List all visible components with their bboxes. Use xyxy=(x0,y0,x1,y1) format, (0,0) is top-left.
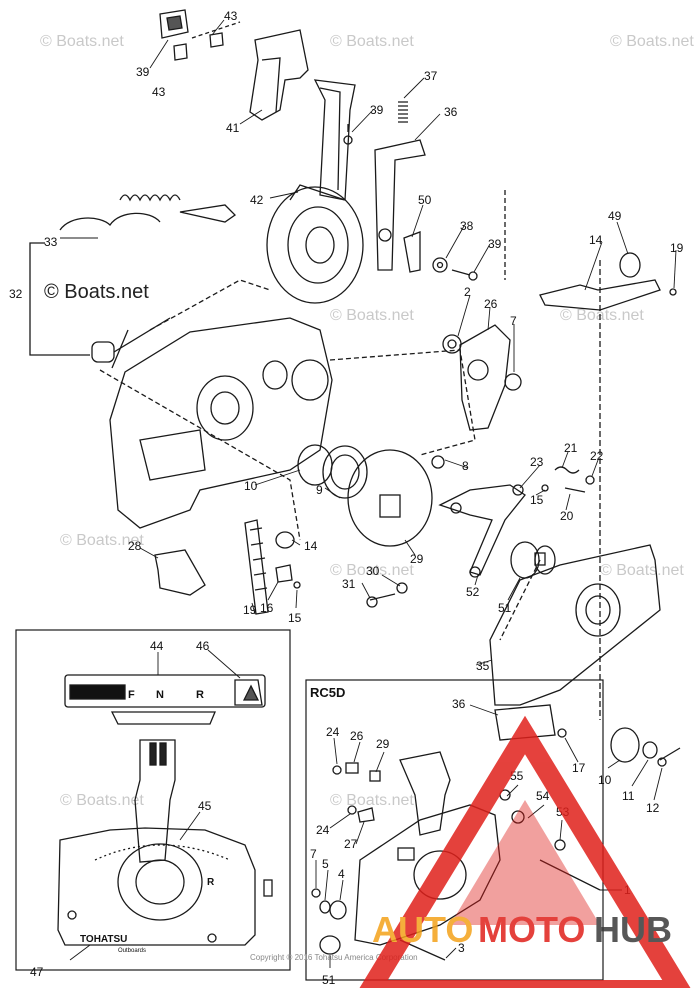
rc5d-title: RC5D xyxy=(310,685,345,700)
part-label: 44 xyxy=(150,639,164,653)
part-label: 39 xyxy=(370,103,384,117)
part-label: 23 xyxy=(530,455,544,469)
part-label: 26 xyxy=(484,297,498,311)
watermark-text: © Boats.net xyxy=(60,532,144,549)
part-label: 16 xyxy=(260,601,274,615)
part-label: 27 xyxy=(344,837,358,851)
part-label: 51 xyxy=(322,973,336,987)
part-label: 30 xyxy=(366,564,380,578)
watermark-text: © Boats.net xyxy=(330,307,414,324)
part-label: 36 xyxy=(452,697,466,711)
part-label: 19 xyxy=(243,603,257,617)
part-label: 14 xyxy=(589,233,603,247)
lever-r-mark: R xyxy=(207,877,215,888)
part-label: 35 xyxy=(476,659,490,673)
watermark-text: © Boats.net xyxy=(330,562,414,579)
lever-brand-sub: Outboards xyxy=(118,948,146,954)
part-label: 29 xyxy=(410,552,424,566)
part-label: 8 xyxy=(462,459,469,473)
watermark-text: © Boats.net xyxy=(610,33,694,50)
part-label: 12 xyxy=(646,801,660,815)
part-label: 7 xyxy=(310,847,317,861)
part-label: 26 xyxy=(350,729,364,743)
copyright-notice: Copyright © 2016 Tohatsu America Corpora… xyxy=(250,953,418,962)
watermark-text: © Boats.net xyxy=(600,562,684,579)
part-label: 20 xyxy=(560,509,574,523)
watermark-text: © Boats.net xyxy=(560,307,644,324)
part-label: 10 xyxy=(244,479,258,493)
part-label: 43 xyxy=(224,9,238,23)
part-label: 41 xyxy=(226,121,240,135)
part-label: 14 xyxy=(304,539,318,553)
part-label: 47 xyxy=(30,965,44,979)
part-label: 33 xyxy=(44,235,58,249)
part-label: 37 xyxy=(424,69,438,83)
part-label: 19 xyxy=(670,241,684,255)
part-label: 29 xyxy=(376,737,390,751)
logo-hub: HUB xyxy=(594,909,672,950)
part-label: 46 xyxy=(196,639,210,653)
part-label: 39 xyxy=(136,65,150,79)
part-label: 39 xyxy=(488,237,502,251)
part-label: 2 xyxy=(464,285,471,299)
logo-moto: MOTO xyxy=(478,909,585,950)
lever-brand: TOHATSU xyxy=(80,934,127,945)
part-label: 21 xyxy=(564,441,578,455)
part-label: 5 xyxy=(322,857,329,871)
part-label: 28 xyxy=(128,539,142,553)
part-label: 50 xyxy=(418,193,432,207)
part-label: 3 xyxy=(458,941,465,955)
part-label: 43 xyxy=(152,85,166,99)
logo-auto: AUTO xyxy=(372,909,473,950)
part-label: 52 xyxy=(466,585,480,599)
gauge-f: F xyxy=(128,689,135,701)
part-label: 32 xyxy=(9,287,23,301)
part-label: 15 xyxy=(288,611,302,625)
watermark-text: © Boats.net xyxy=(330,792,414,809)
automotohub-logo: AUTO MOTO HUB xyxy=(359,715,691,988)
watermark-text: © Boats.net xyxy=(40,33,124,50)
part-label: 38 xyxy=(460,219,474,233)
part-label: 11 xyxy=(622,789,635,803)
part-label: 10 xyxy=(598,773,612,787)
part-label: 54 xyxy=(536,789,550,803)
part-label: 15 xyxy=(530,493,544,507)
part-label: 4 xyxy=(338,867,345,881)
watermark-main: © Boats.net xyxy=(44,281,149,303)
part-labels: 39 43 43 41 42 37 36 39 50 38 39 49 14 1… xyxy=(9,9,684,987)
part-label: 9 xyxy=(316,483,323,497)
part-label: 36 xyxy=(444,105,458,119)
part-label: 49 xyxy=(608,209,622,223)
part-label: 7 xyxy=(510,314,517,328)
part-label: 51 xyxy=(498,601,512,615)
watermark-text: © Boats.net xyxy=(60,792,144,809)
part-label: 24 xyxy=(316,823,330,837)
gauge-r: R xyxy=(196,689,204,701)
part-label: 24 xyxy=(326,725,340,739)
part-label: 45 xyxy=(198,799,212,813)
leader-lines xyxy=(60,19,677,968)
line-art xyxy=(15,9,681,981)
part-label: 22 xyxy=(590,449,604,463)
part-label: 42 xyxy=(250,193,264,207)
part-label: 17 xyxy=(572,761,586,775)
watermark-text: © Boats.net xyxy=(330,33,414,50)
part-label: 31 xyxy=(342,577,356,591)
watermarks: © Boats.net © Boats.net © Boats.net © Bo… xyxy=(40,33,694,809)
gauge-n: N xyxy=(156,689,164,701)
